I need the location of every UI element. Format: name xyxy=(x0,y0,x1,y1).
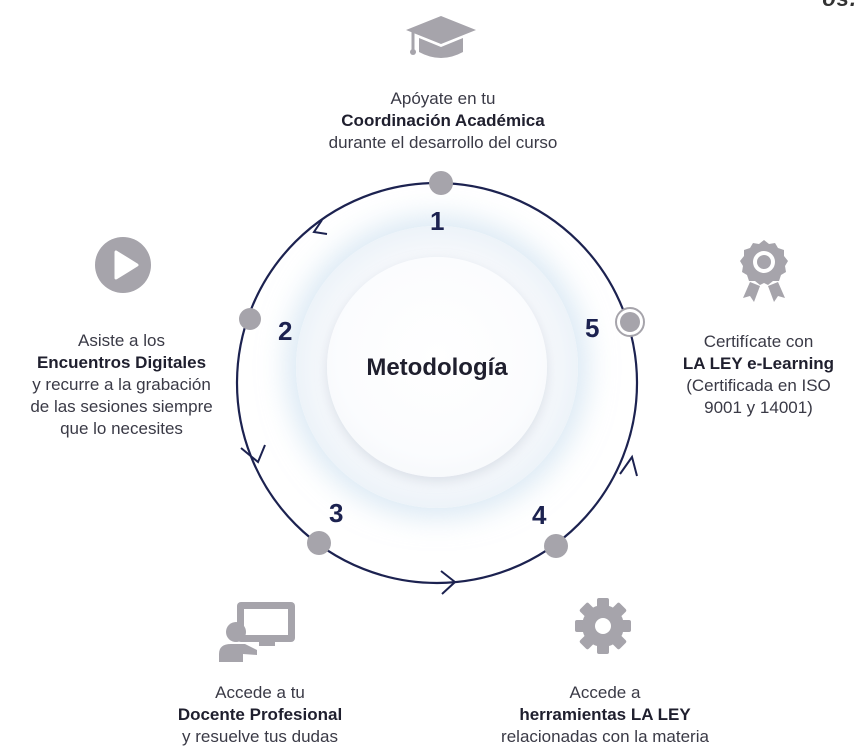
cycle-ring xyxy=(235,181,639,585)
award-icon xyxy=(740,240,788,302)
step-1-text: Apóyate en tu Coordinación Académica dur… xyxy=(278,88,608,154)
node-5 xyxy=(620,312,640,332)
center-title: Metodología xyxy=(366,354,508,381)
step-3-line3: y resuelve tus dudas xyxy=(182,727,338,746)
step-number-5: 5 xyxy=(585,313,600,343)
step-2-line5: que lo necesites xyxy=(60,419,183,438)
arrow-2-3 xyxy=(240,444,266,464)
teacher-board-icon xyxy=(219,602,295,662)
step-4-bold: herramientas LA LEY xyxy=(519,705,691,724)
step-number-2: 2 xyxy=(278,316,293,346)
node-3 xyxy=(307,531,331,555)
step-3-line1: Accede a tu xyxy=(215,683,305,702)
arrow-1-2 xyxy=(312,219,328,235)
step-3-bold: Docente Profesional xyxy=(177,705,343,724)
node-1 xyxy=(429,171,453,195)
step-5-line3: (Certificada en ISO xyxy=(686,376,831,395)
center-inner-circle xyxy=(327,257,547,477)
node-4 xyxy=(544,534,568,558)
step-2-bold: Encuentros Digitales xyxy=(36,353,207,372)
step-4-line3: relacionadas con la materia xyxy=(501,727,709,746)
step-4-text: Accede a herramientas LA LEY relacionada… xyxy=(455,682,755,748)
step-1-bold: Coordinación Académica xyxy=(341,111,545,130)
step-2-line3: y recurre a la grabación xyxy=(32,375,211,394)
arrow-4-5 xyxy=(619,454,638,477)
step-5-text: Certifícate con LA LEY e-Learning (Certi… xyxy=(660,331,857,419)
step-3-text: Accede a tu Docente Profesional y resuel… xyxy=(120,682,400,748)
step-1-line1: Apóyate en tu xyxy=(390,89,496,108)
corner-text-fragment: os. xyxy=(822,0,857,12)
step-2-line4: de las sesiones siempre xyxy=(30,397,213,416)
gear-icon xyxy=(575,598,631,654)
step-number-3: 3 xyxy=(329,498,344,528)
node-2 xyxy=(239,308,261,330)
step-1-line3: durante el desarrollo del curso xyxy=(328,133,558,152)
step-4-line1: Accede a xyxy=(569,683,641,702)
step-5-line4: 9001 y 14001) xyxy=(704,398,813,417)
step-2-line1: Asiste a los xyxy=(78,331,165,350)
step-number-1: 1 xyxy=(430,206,445,236)
play-icon xyxy=(95,237,151,293)
step-number-4: 4 xyxy=(532,500,547,530)
step-5-line1: Certifícate con xyxy=(703,332,814,351)
arrow-3-4 xyxy=(440,570,457,595)
step-2-text: Asiste a los Encuentros Digitales y recu… xyxy=(0,330,243,440)
step-5-bold: LA LEY e-Learning xyxy=(682,354,835,373)
graduation-cap-icon xyxy=(406,16,476,58)
